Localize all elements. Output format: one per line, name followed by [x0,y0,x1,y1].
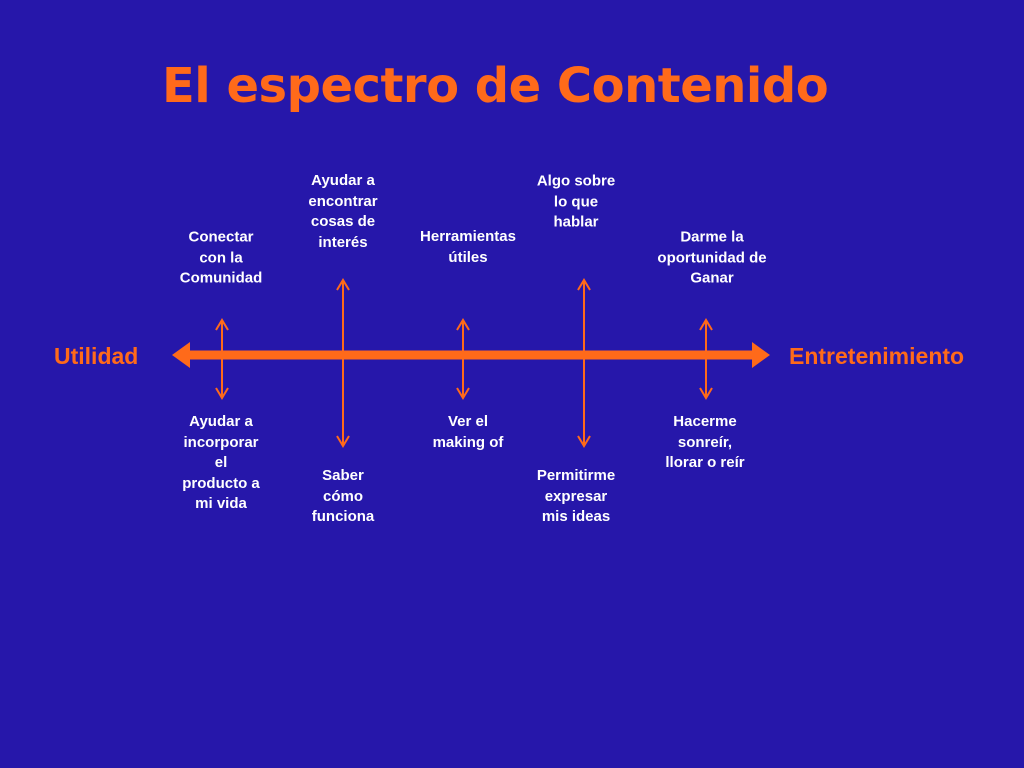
connector-up-arrowhead-2 [336,278,350,291]
spectrum-left-label: Utilidad [54,343,139,369]
top-item-line: lo que [553,193,599,210]
bottom-item-line: mis ideas [541,508,611,525]
bottom-item-line: Ver el [447,413,489,430]
bottom-item-1: Ayudar a incorporar el producto a mi vid… [156,412,286,515]
bottom-item-line: llorar o reír [665,454,745,471]
top-item-line: interés [318,233,368,251]
connector-down-arrowhead-2 [336,435,350,448]
connector-up-arrowhead-3 [456,318,470,331]
top-item-line: hablar [553,213,599,231]
top-item-line: Herramientas [420,228,516,245]
bottom-item-line: expresar [544,487,608,505]
connector-up-arrowhead-5 [699,318,713,331]
top-item-line: Ganar [690,269,734,287]
bottom-item-line: el [214,454,228,471]
bottom-item-line: Hacerme [673,413,737,430]
bottom-item-line: making of [432,433,504,451]
top-item-2: Ayudar a encontrar cosas de interés [278,171,408,253]
spectrum-right-label: Entretenimiento [789,343,965,369]
top-item-3: Herramientas útiles [403,227,533,268]
spectrum-axis-right-arrowhead [752,342,770,368]
top-item-line: útiles [448,248,488,266]
bottom-item-4: Permitirme expresar mis ideas [511,466,641,528]
top-item-line: cosas de [310,213,376,230]
bottom-item-line: Ayudar a [189,413,253,430]
bottom-item-3: Ver el making of [403,412,533,453]
bottom-item-line: incorporar [183,433,259,451]
bottom-item-line: sonreír, [677,433,733,451]
connector-down-arrowhead-1 [215,387,229,400]
connector-up-arrowhead-4 [577,278,591,291]
bottom-item-line: cómo [322,487,363,505]
top-item-line: con la [199,249,243,266]
top-item-5: Darme la oportunidad de Ganar [647,228,777,290]
top-item-line: encontrar [308,192,378,210]
bottom-item-2: Saber cómo funciona [278,466,408,528]
top-item-line: oportunidad de [657,249,767,266]
slide-title: El espectro de Contenido [162,58,829,114]
top-item-4: Algo sobre lo que hablar [511,172,641,234]
spectrum-axis-left-arrowhead [172,342,190,368]
bottom-item-5: Hacerme sonreír, llorar o reír [640,412,770,474]
top-item-1: Conectar con la Comunidad [156,228,286,290]
bottom-item-line: mi vida [195,495,247,512]
connector-down-arrowhead-4 [577,435,591,448]
bottom-item-line: Saber [322,467,364,484]
top-item-line: Algo sobre [536,172,616,190]
connector-down-arrowhead-5 [699,387,713,400]
bottom-item-line: producto a [182,474,260,492]
top-item-line: Comunidad [179,269,263,287]
top-item-line: Darme la [680,228,744,246]
bottom-item-line: funciona [311,508,375,525]
connector-up-arrowhead-1 [215,318,229,331]
connector-down-arrowhead-3 [456,387,470,400]
bottom-item-line: Permitirme [536,467,616,484]
top-item-line: Conectar [188,228,254,246]
top-item-line: Ayudar a [311,172,375,189]
